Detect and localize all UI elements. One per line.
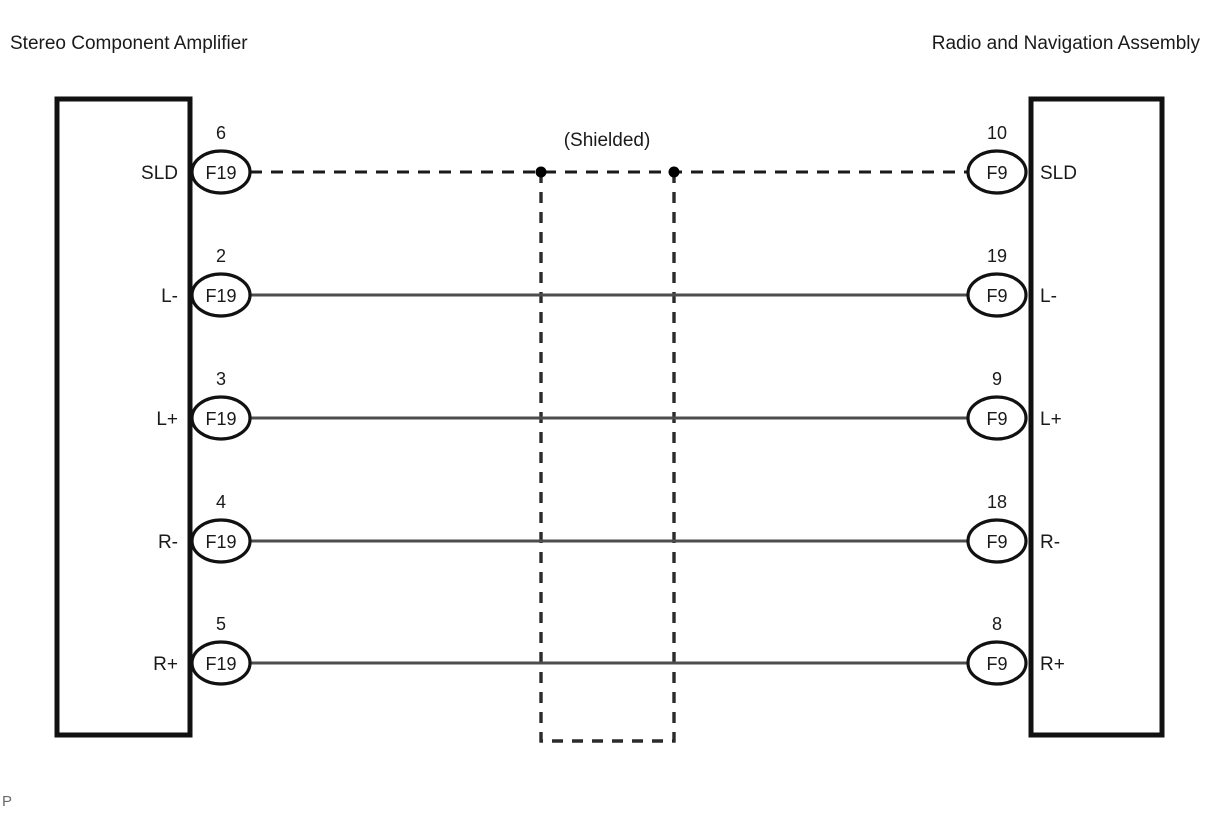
left-connector-code-l-minus: F19 (205, 286, 236, 306)
left-pin-oval-r-plus[interactable] (190, 640, 252, 686)
right-pin-oval-r-plus[interactable] (966, 640, 1028, 686)
right-signal-label-r-plus: R+ (1040, 654, 1065, 675)
left-pin-number-l-plus: 3 (216, 369, 226, 389)
left-signal-label-r-plus: R+ (153, 654, 178, 675)
left-signal-label-l-minus: L- (161, 286, 178, 307)
right-signal-label-r-minus: R- (1040, 532, 1060, 553)
left-connector-code-l-plus: F19 (205, 409, 236, 429)
right-pin-number-l-minus: 19 (987, 246, 1007, 266)
left-connector-code-r-minus: F19 (205, 532, 236, 552)
right-connector-code-r-plus: F9 (986, 654, 1007, 674)
left-pin-number-r-minus: 4 (216, 492, 226, 512)
left-connector-code-r-plus: F19 (205, 654, 236, 674)
footer-mark: P (2, 793, 12, 810)
right-pin-oval-r-minus[interactable] (966, 518, 1028, 564)
right-connector-code-r-minus: F9 (986, 532, 1007, 552)
circuit-row-l-minus: L- 2 F19 19 F9 L- (161, 246, 1057, 318)
right-component-title: Radio and Navigation Assembly (932, 33, 1201, 54)
right-signal-label-l-minus: L- (1040, 286, 1057, 307)
right-pin-number-r-minus: 18 (987, 492, 1007, 512)
circuit-row-r-minus: R- 4 F19 18 F9 R- (158, 492, 1060, 564)
left-connector-box (54, 96, 193, 738)
left-signal-label-r-minus: R- (158, 532, 178, 553)
right-pin-oval-l-minus[interactable] (966, 272, 1028, 318)
circuit-row-r-plus: R+ 5 F19 8 F9 R+ (153, 614, 1065, 686)
right-pin-number-sld: 10 (987, 123, 1007, 143)
left-pin-oval-l-minus[interactable] (190, 272, 252, 318)
left-pin-number-sld: 6 (216, 123, 226, 143)
right-pin-number-l-plus: 9 (992, 369, 1002, 389)
right-connector-code-sld: F9 (986, 163, 1007, 183)
left-pin-number-l-minus: 2 (216, 246, 226, 266)
right-signal-label-l-plus: L+ (1040, 409, 1062, 430)
shield-caption: (Shielded) (564, 130, 651, 151)
left-pin-oval-sld[interactable] (190, 149, 252, 195)
right-pin-oval-sld[interactable] (966, 149, 1028, 195)
shield-enclosure (539, 172, 676, 743)
left-signal-label-sld: SLD (141, 163, 178, 184)
right-signal-label-sld: SLD (1040, 163, 1077, 184)
right-connector-box (1028, 96, 1165, 738)
left-pin-oval-l-plus[interactable] (190, 395, 252, 441)
right-pin-number-r-plus: 8 (992, 614, 1002, 634)
left-component-title: Stereo Component Amplifier (10, 33, 248, 54)
left-pin-oval-r-minus[interactable] (190, 518, 252, 564)
right-connector-code-l-minus: F9 (986, 286, 1007, 306)
left-signal-label-l-plus: L+ (156, 409, 178, 430)
shield-junction-dot-left (535, 166, 547, 178)
left-connector-code-sld: F19 (205, 163, 236, 183)
right-connector-code-l-plus: F9 (986, 409, 1007, 429)
shield-junction-dot-right (668, 166, 680, 178)
circuit-row-sld: SLD 6 F19 10 F9 SLD (141, 123, 1077, 195)
left-pin-number-r-plus: 5 (216, 614, 226, 634)
circuit-row-l-plus: L+ 3 F19 9 F9 L+ (156, 369, 1062, 441)
right-pin-oval-l-plus[interactable] (966, 395, 1028, 441)
